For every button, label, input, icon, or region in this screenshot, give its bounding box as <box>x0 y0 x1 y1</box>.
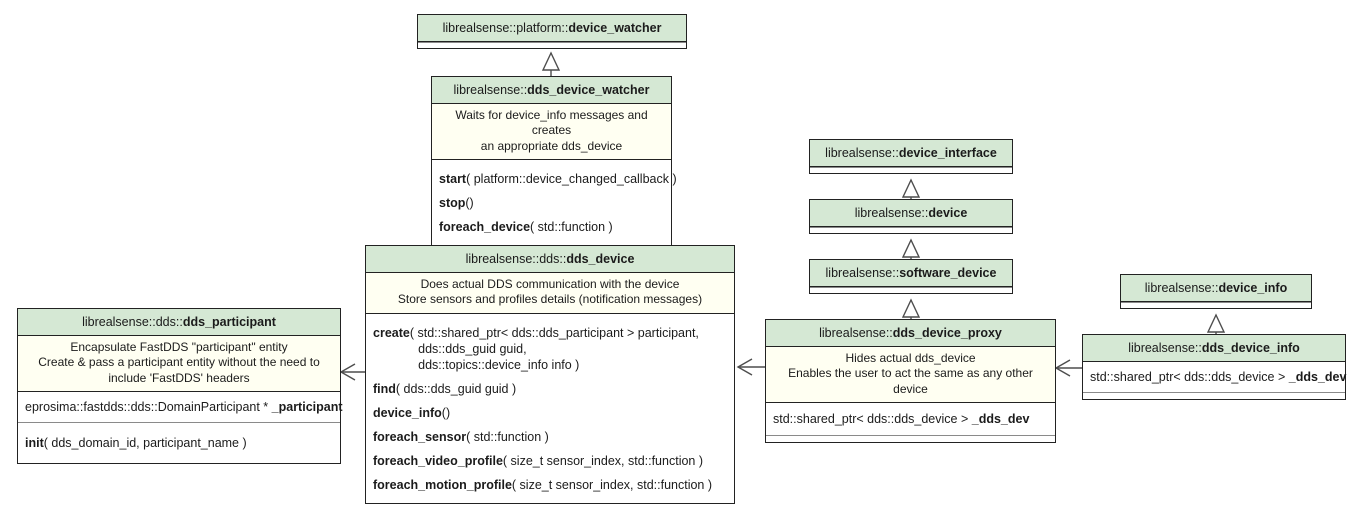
class-dds-device-proxy-namespace: librealsense:: <box>819 326 893 340</box>
class-dds-device-proxy[interactable]: librealsense::dds_device_proxy Hides act… <box>765 319 1056 444</box>
class-device[interactable]: librealsense::device <box>809 199 1013 234</box>
class-software-device-empty-compartment <box>810 287 1012 293</box>
class-device-info-name: device_info <box>1218 281 1288 295</box>
operation-start: start( platform::device_changed_callback… <box>439 172 677 187</box>
class-device-namespace: librealsense:: <box>854 206 929 220</box>
association-arrow-dds-device-right <box>736 358 753 376</box>
class-dds-device-watcher-header: librealsense::dds_device_watcher <box>432 77 671 104</box>
class-dds-device-proxy-attributes: std::shared_ptr< dds::dds_device > _dds_… <box>766 403 1055 437</box>
class-device-watcher-header: librealsense::platform::device_watcher <box>418 15 686 42</box>
class-device-info[interactable]: librealsense::device_info <box>1120 274 1312 309</box>
class-dds-device-operations: create( std::shared_ptr< dds::dds_partic… <box>366 313 734 503</box>
class-dds-device-watcher-operations: start( platform::device_changed_callback… <box>432 160 677 247</box>
class-dds-participant-namespace: librealsense::dds:: <box>82 315 183 329</box>
generalization-arrow-device <box>901 238 921 258</box>
class-dds-participant-description: Encapsulate FastDDS "participant" entity… <box>18 336 340 393</box>
class-device-watcher-namespace: librealsense::platform:: <box>442 21 569 35</box>
class-dds-device-info-attributes: std::shared_ptr< dds::dds_device > _dds_… <box>1083 362 1347 393</box>
operation-find: find( dds::dds_guid guid ) <box>373 381 517 396</box>
attribute-dds-dev: std::shared_ptr< dds::dds_device > _dds_… <box>1090 370 1347 384</box>
class-dds-participant-operations: init( dds_domain_id, participant_name ) <box>18 423 340 464</box>
class-dds-device-watcher-description: Waits for device_info messages and creat… <box>432 104 671 161</box>
class-software-device-namespace: librealsense:: <box>825 266 900 280</box>
class-device-interface-empty-compartment <box>810 167 1012 173</box>
description-line: Store sensors and profiles details (noti… <box>397 292 703 307</box>
class-dds-device-watcher[interactable]: librealsense::dds_device_watcher Waits f… <box>431 76 677 248</box>
class-device-header: librealsense::device <box>810 200 1012 227</box>
class-device-interface-name: device_interface <box>898 146 997 160</box>
class-dds-device-watcher-name: dds_device_watcher <box>527 83 650 97</box>
class-device-info-header: librealsense::device_info <box>1121 275 1311 302</box>
description-line: an appropriate dds_device <box>480 138 623 153</box>
attribute-participant: eprosima::fastdds::dds::DomainParticipan… <box>25 400 343 415</box>
class-device-info-namespace: librealsense:: <box>1144 281 1219 295</box>
class-device-interface-header: librealsense::device_interface <box>810 140 1012 167</box>
class-dds-device-watcher-namespace: librealsense:: <box>453 83 528 97</box>
description-line: Hides actual dds_device <box>845 351 976 365</box>
class-dds-device-info-header: librealsense::dds_device_info <box>1083 335 1345 362</box>
operation-stop: stop() <box>439 196 474 211</box>
class-dds-device[interactable]: librealsense::dds::dds_device Does actua… <box>365 245 735 504</box>
class-dds-device-header: librealsense::dds::dds_device <box>366 246 734 273</box>
operation-device-info: device_info() <box>373 405 451 420</box>
class-device-watcher-empty-compartment <box>418 42 686 48</box>
description-line: Does actual DDS communication with the d… <box>420 277 680 291</box>
class-dds-device-proxy-empty-compartment <box>766 436 1055 443</box>
description-line: Encapsulate FastDDS "participant" entity <box>70 340 288 354</box>
operation-foreach-device: foreach_device( std::function ) <box>439 220 613 235</box>
class-dds-device-proxy-description: Hides actual dds_device Enables the user… <box>766 347 1055 404</box>
description-line: include 'FastDDS' headers <box>108 370 250 385</box>
operation-foreach-video-profile: foreach_video_profile( size_t sensor_ind… <box>373 453 704 468</box>
class-device-interface-namespace: librealsense:: <box>825 146 899 160</box>
class-dds-device-info-name: dds_device_info <box>1201 341 1300 355</box>
class-device-info-empty-compartment <box>1121 302 1311 308</box>
class-dds-device-proxy-header: librealsense::dds_device_proxy <box>766 320 1055 347</box>
class-dds-participant-name: dds_participant <box>182 315 276 329</box>
attribute-dds-dev: std::shared_ptr< dds::dds_device > _dds_… <box>773 412 1030 427</box>
class-dds-device-description: Does actual DDS communication with the d… <box>366 273 734 314</box>
association-arrow-dds-participant-right <box>339 363 356 381</box>
class-device-interface[interactable]: librealsense::device_interface <box>809 139 1013 174</box>
class-dds-device-info[interactable]: librealsense::dds_device_info std::share… <box>1082 334 1346 400</box>
association-arrow-dds-proxy-right <box>1054 359 1071 377</box>
class-software-device-header: librealsense::software_device <box>810 260 1012 287</box>
class-device-watcher-name: device_watcher <box>568 21 662 35</box>
operation-foreach-motion-profile: foreach_motion_profile( size_t sensor_in… <box>373 477 713 492</box>
class-dds-participant-attributes: eprosima::fastdds::dds::DomainParticipan… <box>18 392 343 424</box>
operation-foreach-sensor: foreach_sensor( std::function ) <box>373 429 549 444</box>
class-dds-participant[interactable]: librealsense::dds::dds_participant Encap… <box>17 308 343 465</box>
generalization-arrow-device-info <box>1206 313 1226 333</box>
operation-create: create( std::shared_ptr< dds::dds_partic… <box>373 325 699 372</box>
class-device-watcher[interactable]: librealsense::platform::device_watcher <box>417 14 687 49</box>
class-dds-device-proxy-name: dds_device_proxy <box>892 326 1002 340</box>
class-device-empty-compartment <box>810 227 1012 233</box>
class-dds-device-name: dds_device <box>566 252 635 266</box>
description-line: Enables the user to act the same as any … <box>788 366 1033 396</box>
class-dds-device-info-empty-compartment <box>1083 393 1345 399</box>
generalization-arrow-device-interface <box>901 178 921 198</box>
class-dds-participant-header: librealsense::dds::dds_participant <box>18 309 340 336</box>
description-line: Create & pass a participant entity witho… <box>38 355 320 370</box>
operation-init: init( dds_domain_id, participant_name ) <box>25 436 247 451</box>
class-dds-device-info-namespace: librealsense:: <box>1128 341 1202 355</box>
class-device-name: device <box>928 206 968 220</box>
description-line: Waits for device_info messages and creat… <box>455 108 648 138</box>
class-software-device-name: software_device <box>899 266 997 280</box>
class-dds-device-namespace: librealsense::dds:: <box>465 252 567 266</box>
generalization-arrow-software-device <box>901 298 921 318</box>
generalization-arrow-device-watcher <box>541 51 561 71</box>
class-software-device[interactable]: librealsense::software_device <box>809 259 1013 294</box>
